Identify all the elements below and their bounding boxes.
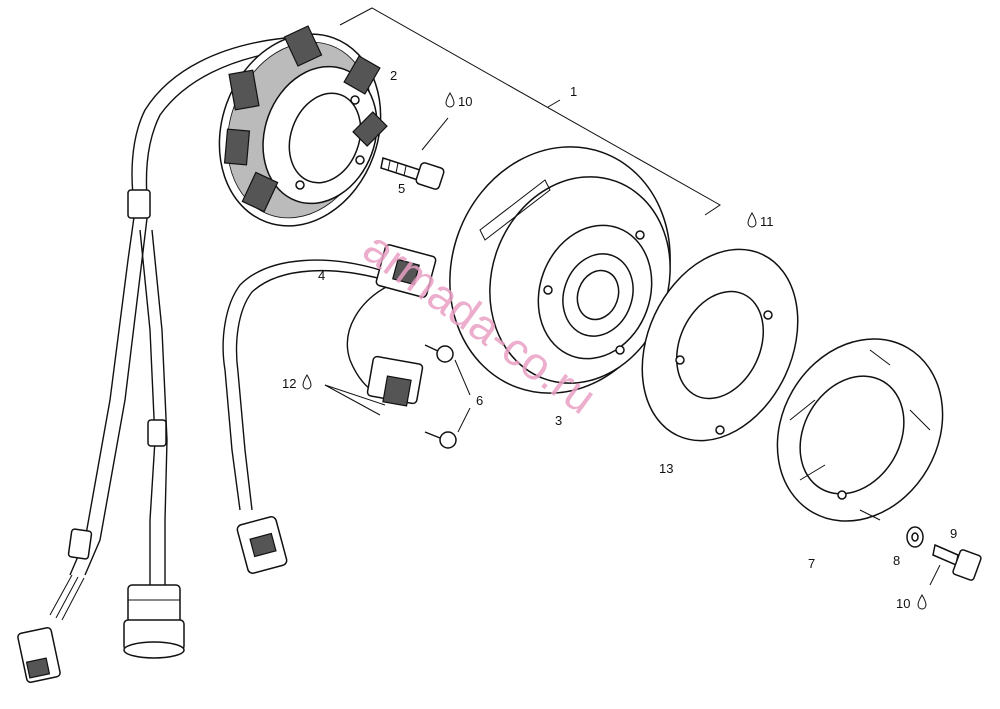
gasket-plate (641, 248, 799, 442)
callout-1: 1 (570, 84, 577, 99)
callout-12: 12 (282, 376, 296, 391)
drop-icon (445, 92, 455, 108)
callout-12-pointers (324, 384, 386, 416)
callout-8: 8 (893, 553, 900, 568)
callout-2: 2 (390, 68, 397, 83)
starter-clutch (776, 338, 944, 522)
callout-labels: 1 2 3 4 5 6 7 8 9 10 10 11 12 13 (282, 68, 957, 611)
drop-icon (747, 212, 757, 228)
stator-bolt (380, 117, 449, 190)
callout-4: 4 (318, 268, 325, 283)
callout-10-top: 10 (458, 94, 472, 109)
callout-7: 7 (808, 556, 815, 571)
multipin-connector (17, 627, 61, 683)
drop-icon (917, 594, 927, 610)
callout-5: 5 (398, 181, 405, 196)
callout-6: 6 (476, 393, 483, 408)
assembly-bracket (339, 7, 721, 216)
drop-icon (302, 374, 312, 390)
callout-3: 3 (555, 413, 562, 428)
wiring-harness (49, 37, 291, 621)
stator (218, 25, 388, 227)
pickup-sensor-harness (222, 244, 437, 574)
callout-9: 9 (950, 526, 957, 541)
callout-13: 13 (659, 461, 673, 476)
washer-and-bolt (906, 526, 982, 586)
callout-11: 11 (760, 214, 774, 229)
round-connector (123, 584, 185, 659)
callout-10-bottom: 10 (896, 596, 910, 611)
drop-icons (302, 92, 927, 610)
sensor-screws (424, 344, 471, 449)
